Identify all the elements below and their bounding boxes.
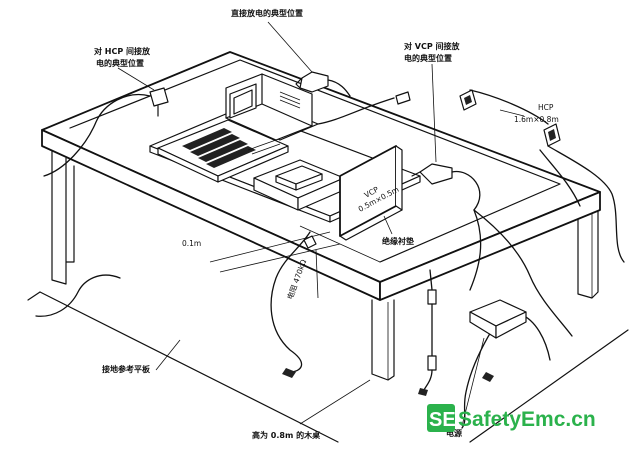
esd-gun-hcp (43, 87, 169, 177)
watermark-text: SafetyEmc.cn (458, 408, 596, 431)
label-hcp-title: HCP (538, 103, 554, 112)
label-distance: 0.1m (182, 239, 201, 248)
cables (35, 89, 625, 429)
watermark-badge (427, 404, 455, 432)
label-ground-plane: 接地参考平板 (102, 364, 151, 374)
keyboard (157, 119, 289, 183)
label-power-supply: 电源 (446, 428, 462, 438)
vertical-coupling-plane (339, 145, 403, 241)
label-insulation-pad: 绝缘衬垫 (382, 236, 414, 246)
label-hcp-indirect-2: 电的典型位置 (96, 58, 144, 68)
leader-lines (117, 21, 525, 427)
label-table-height: 高为 0.8m 的木桌 (252, 430, 321, 440)
label-hcp-size: 1.6m×0.8m (514, 115, 559, 124)
label-hcp-indirect-1: 对 HCP 间接放 (94, 46, 151, 56)
monitor (225, 73, 319, 141)
power-supply-box (469, 299, 527, 339)
label-direct-discharge: 直接放电的典型位置 (231, 8, 303, 18)
watermark-badge-text: SE (429, 409, 456, 431)
esd-gun-vcp (411, 163, 481, 211)
label-vcp-indirect-1: 对 VCP 间接放 (404, 41, 460, 51)
label-vcp-indirect-2: 电的典型位置 (404, 53, 452, 63)
printer (253, 159, 345, 211)
safetyemc-watermark: SE SafetyEmc.cn (427, 404, 596, 432)
ground-reference-plane (27, 291, 629, 443)
hcp-edge-discharge-points (395, 89, 561, 147)
table-legs (51, 149, 599, 381)
label-resistor: 电阻 470kΩ (284, 258, 308, 301)
